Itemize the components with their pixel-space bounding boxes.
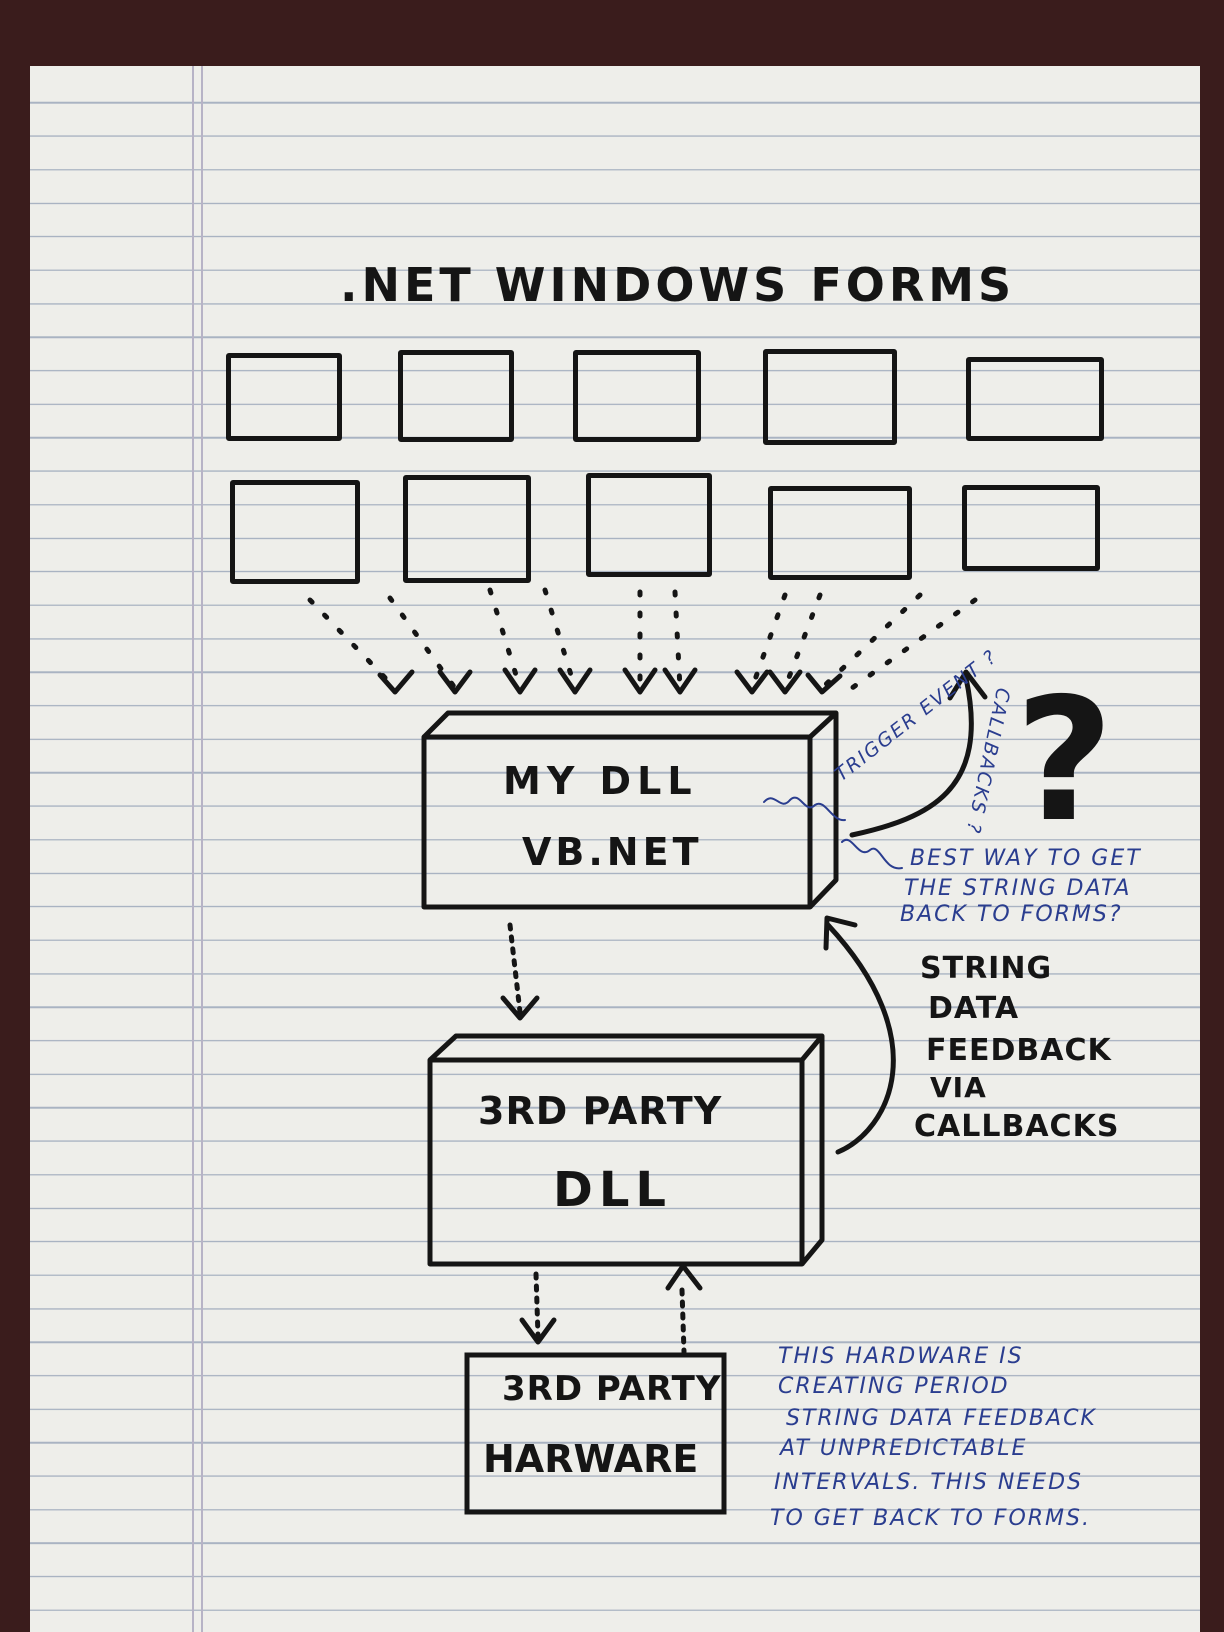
dotted-arrow: [507, 922, 523, 1015]
form-box: [398, 350, 514, 442]
arrowhead: [734, 669, 770, 695]
question-note-line: THE STRING DATA: [904, 876, 1132, 901]
feedback-label-line: FEEDBACK: [926, 1033, 1112, 1068]
hardware-sublabel: HARWARE: [483, 1437, 699, 1481]
my-dll-label: MY DLL: [503, 759, 698, 803]
arrowhead: [557, 667, 593, 695]
arrowhead: [500, 995, 540, 1021]
arrowhead: [519, 1317, 557, 1345]
dotted-arrow: [542, 587, 578, 691]
feedback-label-line: STRING: [920, 951, 1053, 986]
trigger-arrow: [849, 675, 974, 838]
question-note-line: BEST WAY TO GET: [910, 846, 1142, 871]
arrowhead: [805, 672, 843, 695]
form-box: [226, 353, 342, 441]
dotted-arrow: [672, 589, 683, 691]
dotted-arrow: [849, 597, 978, 691]
my-dll-box: [421, 734, 813, 910]
hardware-note-line: INTERVALS. THIS NEEDS: [774, 1470, 1083, 1495]
dotted-arrow: [533, 1271, 541, 1339]
arrowhead: [767, 669, 803, 695]
my-dll-sublabel: VB.NET: [522, 830, 703, 874]
dotted-arrow: [387, 595, 458, 691]
hardware-label: 3RD PARTY: [502, 1369, 722, 1409]
arrowhead: [662, 667, 698, 695]
form-box: [230, 480, 360, 584]
arrowhead: [947, 669, 988, 701]
question-mark: ?: [1015, 662, 1114, 860]
margin-line: [192, 66, 194, 1632]
third-party-dll-box-top: [428, 1033, 825, 1062]
arrowhead: [823, 915, 858, 951]
dotted-arrow: [819, 592, 923, 691]
third-party-dll-box-side: [800, 1036, 825, 1266]
question-note-line: BACK TO FORMS?: [900, 902, 1123, 927]
form-box: [573, 350, 701, 442]
notebook-paper: [30, 66, 1200, 1632]
hardware-box: [464, 1352, 727, 1515]
dotted-arrow: [749, 592, 788, 691]
feedback-label-line: VIA: [930, 1071, 987, 1104]
feedback-label-line: CALLBACKS: [914, 1109, 1120, 1144]
third-party-dll-label: 3RD PARTY: [478, 1089, 723, 1133]
third-party-dll-sublabel: DLL: [553, 1162, 673, 1218]
arrowhead: [377, 669, 415, 695]
form-box: [586, 473, 712, 577]
hardware-note-line: THIS HARDWARE IS: [778, 1344, 1024, 1369]
arrowhead: [665, 1263, 703, 1291]
dotted-arrow: [487, 587, 523, 691]
note-pointer: [841, 838, 903, 870]
dotted-arrow: [782, 592, 823, 691]
form-box: [966, 357, 1104, 441]
note-pointer: [763, 796, 846, 822]
third-party-dll-box: [427, 1057, 805, 1267]
form-box: [768, 486, 912, 580]
callback-arrow: [825, 922, 896, 1155]
form-box: [403, 475, 531, 583]
feedback-label-line: DATA: [928, 991, 1020, 1026]
arrowhead: [502, 667, 538, 695]
dotted-arrow: [307, 597, 398, 691]
margin-line: [201, 66, 203, 1632]
dotted-arrow: [679, 1287, 687, 1355]
my-dll-box-top: [422, 710, 839, 739]
diagram-title: .NET WINDOWS FORMS: [340, 258, 1016, 312]
arrowhead: [622, 667, 658, 695]
my-dll-box-side: [808, 713, 839, 909]
hardware-note-line: CREATING PERIOD: [778, 1374, 1010, 1399]
hardware-note-line: AT UNPREDICTABLE: [780, 1436, 1028, 1461]
hardware-note-line: TO GET BACK TO FORMS.: [770, 1506, 1091, 1531]
form-box: [962, 485, 1100, 571]
form-box: [763, 349, 897, 445]
arrowhead: [437, 669, 473, 695]
hardware-note-line: STRING DATA FEEDBACK: [786, 1406, 1097, 1431]
